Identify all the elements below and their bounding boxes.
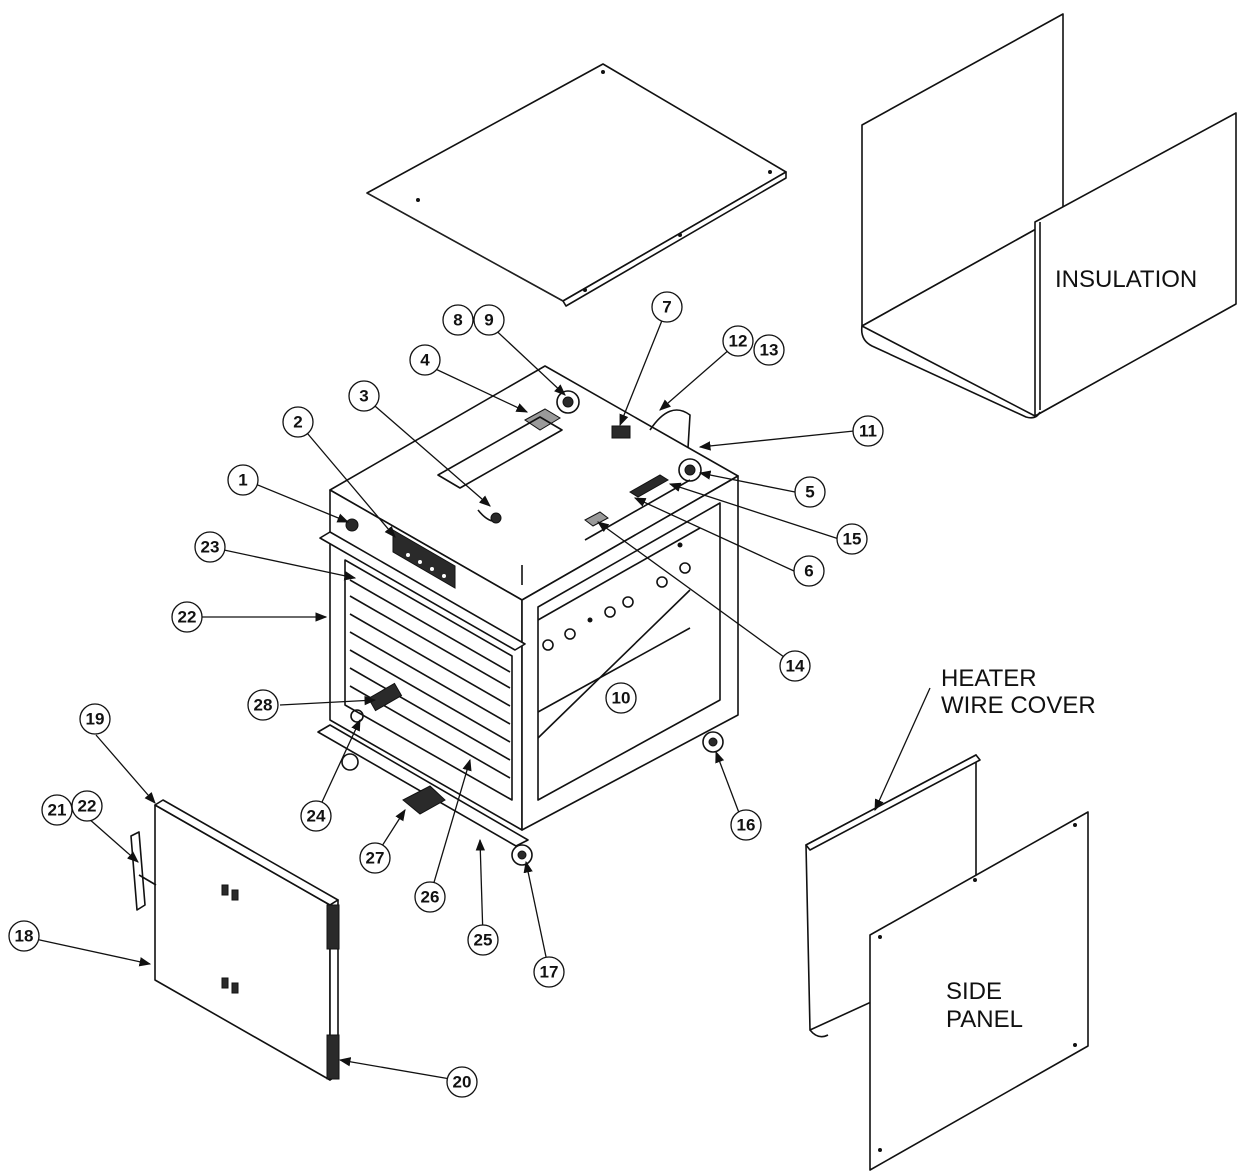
callout-label: 15 <box>843 530 862 549</box>
callout-3: 3 <box>348 380 380 412</box>
top-panel <box>366 63 787 307</box>
rack-shelves <box>349 579 511 779</box>
side-panel-label-2: PANEL <box>946 1006 1023 1033</box>
callout-15: 15 <box>836 523 868 555</box>
callout-label: 28 <box>254 696 273 715</box>
callout-label: 11 <box>859 422 877 441</box>
callout-label: 18 <box>15 927 34 946</box>
callout-label: 1 <box>238 471 247 490</box>
callout-13: 13 <box>753 334 785 366</box>
callout-28: 28 <box>247 689 279 721</box>
callout-22-door: 22 <box>71 790 103 822</box>
heater-wire-cover-label-2: WIRE COVER <box>941 692 1096 719</box>
callout-22: 22 <box>171 601 203 633</box>
callout-21: 21 <box>41 794 73 826</box>
callout-23: 23 <box>194 531 226 563</box>
callout-8: 8 <box>442 304 474 336</box>
callout-5: 5 <box>794 476 826 508</box>
casters <box>341 731 724 866</box>
callout-label: 23 <box>201 538 220 557</box>
callout-label: 7 <box>662 298 671 317</box>
callout-18: 18 <box>8 920 40 952</box>
callout-27: 27 <box>359 842 391 874</box>
callout-label: 17 <box>540 963 559 982</box>
callout-10: 10 <box>605 682 637 714</box>
callout-17: 17 <box>533 956 565 988</box>
callout-1: 1 <box>227 464 259 496</box>
callout-label: 13 <box>760 341 779 360</box>
callout-4: 4 <box>409 344 441 376</box>
callout-25: 25 <box>467 924 499 956</box>
callout-label: 20 <box>453 1073 472 1092</box>
callout-12: 12 <box>722 325 754 357</box>
callout-26: 26 <box>414 881 446 913</box>
callout-label: 27 <box>366 849 385 868</box>
callout-9: 9 <box>473 304 505 336</box>
callout-label: 21 <box>48 801 67 820</box>
callout-6: 6 <box>793 555 825 587</box>
callout-bubbles: 1 2 3 4 5 6 7 8 9 10 11 12 13 14 15 16 1… <box>8 291 884 1098</box>
callout-2: 2 <box>282 406 314 438</box>
callout-label: 12 <box>729 332 748 351</box>
callout-label: 26 <box>421 888 440 907</box>
callout-20: 20 <box>446 1066 478 1098</box>
callout-label: 4 <box>420 351 430 370</box>
cabinet-body <box>317 365 739 866</box>
callout-19: 19 <box>79 703 111 735</box>
callout-label: 5 <box>805 483 814 502</box>
callout-label: 10 <box>612 689 631 708</box>
callout-label: 2 <box>293 413 302 432</box>
callout-label: 22 <box>78 797 97 816</box>
callout-14: 14 <box>779 650 811 682</box>
callout-16: 16 <box>730 809 762 841</box>
callout-24: 24 <box>300 800 332 832</box>
callout-label: 9 <box>484 311 493 330</box>
callout-label: 3 <box>359 387 368 406</box>
door-part <box>130 799 340 1081</box>
callout-label: 25 <box>474 931 493 950</box>
callout-label: 19 <box>86 710 105 729</box>
callout-7: 7 <box>651 291 683 323</box>
heater-wire-cover-label-1: HEATER <box>941 665 1037 692</box>
side-panel-label-1: SIDE <box>946 978 1002 1005</box>
callout-label: 22 <box>178 608 197 627</box>
callout-label: 8 <box>453 311 462 330</box>
callout-label: 14 <box>786 657 805 676</box>
insulation-label: INSULATION <box>1055 266 1197 293</box>
callout-label: 24 <box>307 807 326 826</box>
callout-11: 11 <box>852 415 884 447</box>
callout-label: 16 <box>737 816 756 835</box>
side-panel-part: SIDE PANEL <box>869 811 1089 1171</box>
callout-label: 6 <box>804 562 813 581</box>
insulation-part: INSULATION <box>860 13 1237 419</box>
